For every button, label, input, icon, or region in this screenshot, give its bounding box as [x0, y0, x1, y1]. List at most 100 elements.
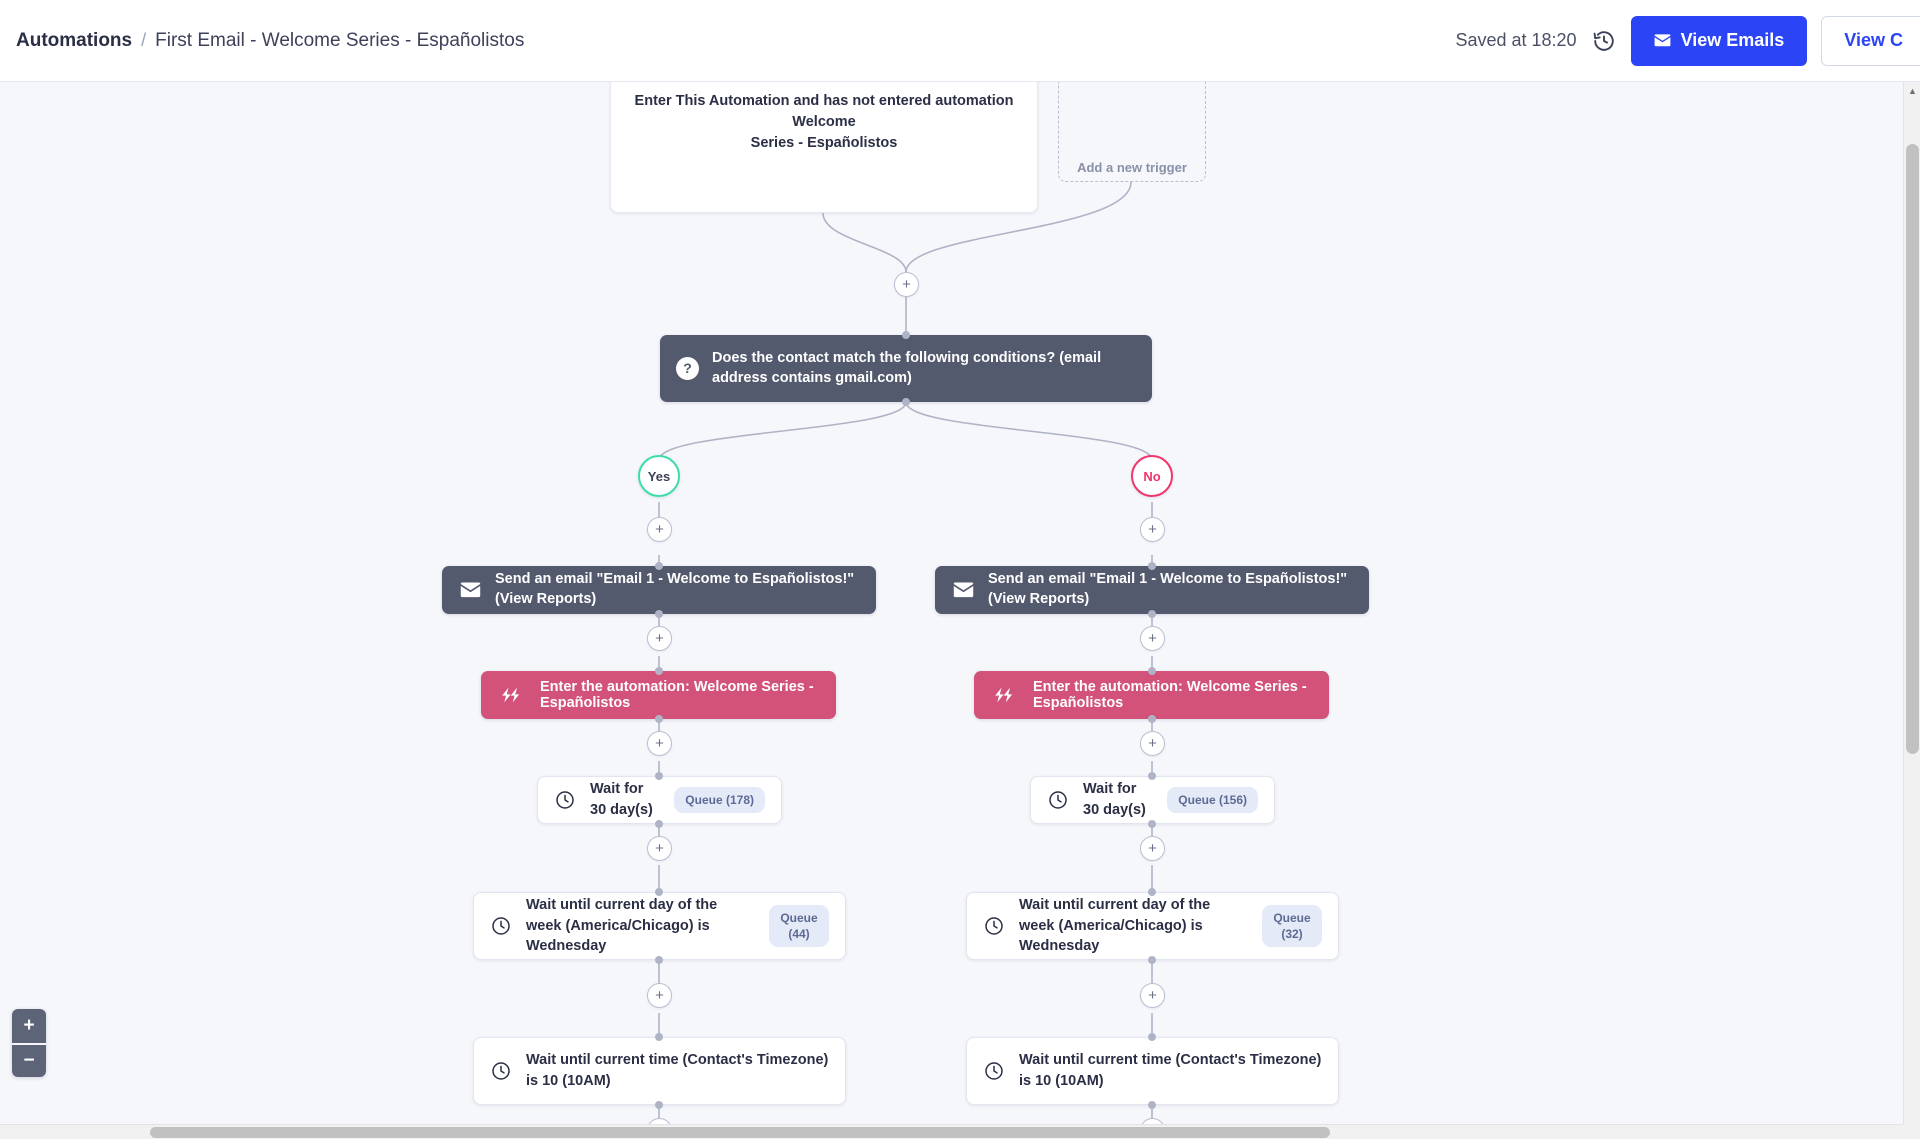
enter-automation-label: Enter the automation: Welcome Series - E…: [540, 679, 814, 711]
wait-node[interactable]: Wait until current day of the week (Amer…: [473, 892, 846, 960]
view-contacts-button[interactable]: View C: [1821, 15, 1920, 66]
zoom-controls: + −: [12, 1009, 46, 1077]
connector-dot: [655, 667, 663, 675]
connector-dot: [1148, 956, 1156, 964]
wait-node[interactable]: Wait until current time (Contact's Timez…: [966, 1037, 1339, 1105]
branch-label-yes[interactable]: Yes: [638, 455, 680, 497]
connector-dot: [655, 610, 663, 618]
queue-badge: Queue (178): [674, 786, 765, 814]
add-step-plus[interactable]: +: [1140, 731, 1165, 756]
view-emails-button[interactable]: View Emails: [1630, 15, 1808, 66]
enter-automation-icon: [499, 687, 523, 703]
queue-badge-line1: Queue: [780, 910, 818, 925]
enter-automation-label: Enter the automation: Welcome Series - E…: [1033, 679, 1307, 711]
wait-node-label: Wait until current day of the week (Amer…: [1019, 897, 1211, 955]
connector-dot: [655, 956, 663, 964]
enter-automation-icon: [992, 687, 1016, 703]
envelope-icon: [1654, 32, 1671, 50]
connector-dot: [655, 820, 663, 828]
horizontal-scrollbar[interactable]: [0, 1124, 1903, 1139]
breadcrumb-current-automation: First Email - Welcome Series - Españolis…: [155, 29, 525, 51]
vertical-scrollbar[interactable]: ▲: [1903, 82, 1920, 1139]
add-step-plus[interactable]: +: [647, 517, 672, 542]
wait-node[interactable]: Wait until current time (Contact's Timez…: [473, 1037, 846, 1105]
trigger-node-card[interactable]: Enter This Automation and has not entere…: [610, 82, 1038, 213]
zoom-out-button[interactable]: −: [12, 1043, 46, 1077]
zoom-in-button[interactable]: +: [12, 1009, 46, 1043]
connector-dot: [655, 715, 663, 723]
email-node[interactable]: Send an email "Email 1 - Welcome to Espa…: [442, 566, 876, 614]
enter-automation-node[interactable]: Enter the automation: Welcome Series - E…: [974, 671, 1329, 719]
connector-dot: [1148, 888, 1156, 896]
trigger-node-line1: Enter This Automation and has not entere…: [634, 93, 1014, 131]
wait-node-label: Wait for 30 day(s): [590, 781, 653, 818]
add-step-plus-merge[interactable]: +: [894, 272, 919, 297]
condition-node[interactable]: ? Does the contact match the following c…: [660, 335, 1152, 402]
add-step-plus[interactable]: +: [1140, 626, 1165, 651]
connector-dot: [1148, 562, 1156, 570]
queue-badge-line1: Queue: [1273, 910, 1311, 925]
flow-graph: Enter This Automation and has not entere…: [0, 82, 1920, 1139]
breadcrumb-separator: /: [141, 29, 147, 50]
horizontal-scrollbar-thumb[interactable]: [150, 1127, 1330, 1138]
connector-dot: [1148, 772, 1156, 780]
queue-badge-line2: (44): [788, 927, 810, 941]
email-node-label: Send an email "Email 1 - Welcome to Espa…: [988, 571, 1348, 607]
add-new-trigger-button[interactable]: Add a new trigger: [1058, 82, 1206, 182]
history-clock-icon[interactable]: [1591, 28, 1617, 54]
enter-automation-node[interactable]: Enter the automation: Welcome Series - E…: [481, 671, 836, 719]
add-step-plus[interactable]: +: [647, 983, 672, 1008]
add-step-plus[interactable]: +: [647, 836, 672, 861]
connector-dot: [902, 331, 910, 339]
clock-icon: [983, 1061, 1005, 1081]
add-step-plus[interactable]: +: [647, 731, 672, 756]
connector-dot: [655, 888, 663, 896]
connector-dot: [655, 772, 663, 780]
wait-node-label: Wait until current time (Contact's Timez…: [526, 1052, 829, 1089]
connector-dot: [655, 1033, 663, 1041]
connector-dot: [1148, 715, 1156, 723]
branch-yes-text: Yes: [647, 468, 671, 484]
clock-icon: [490, 916, 512, 936]
automation-canvas[interactable]: Enter This Automation and has not entere…: [0, 82, 1920, 1139]
queue-badge-line2: (32): [1281, 927, 1303, 941]
trigger-node-line2: Series - Españolistos: [750, 135, 898, 152]
scroll-up-arrow-icon[interactable]: ▲: [1908, 85, 1917, 96]
wait-node[interactable]: Wait for 30 day(s) Queue (156): [1030, 776, 1275, 824]
condition-node-label: Does the contact match the following con…: [712, 349, 1102, 386]
clock-icon: [490, 1061, 512, 1081]
clock-icon: [983, 916, 1005, 936]
add-step-plus[interactable]: +: [647, 626, 672, 651]
connector-dot: [1148, 1033, 1156, 1041]
top-header-bar: Automations / First Email - Welcome Seri…: [0, 0, 1920, 82]
add-step-plus[interactable]: +: [1140, 983, 1165, 1008]
wait-node[interactable]: Wait for 30 day(s) Queue (178): [537, 776, 782, 824]
email-node-label: Send an email "Email 1 - Welcome to Espa…: [495, 571, 855, 607]
connector-dot: [1148, 820, 1156, 828]
wait-node-label: Wait for 30 day(s): [1083, 781, 1146, 818]
header-actions: Saved at 18:20 View Emails View C: [1455, 15, 1920, 66]
add-step-plus[interactable]: +: [1140, 836, 1165, 861]
wait-node[interactable]: Wait until current day of the week (Amer…: [966, 892, 1339, 960]
envelope-icon: [951, 582, 975, 598]
question-mark-icon: ?: [676, 357, 699, 380]
connector-dot: [902, 398, 910, 406]
connector-dot: [1148, 610, 1156, 618]
add-new-trigger-label: Add a new trigger: [1077, 160, 1187, 175]
queue-badge: Queue (44): [769, 904, 829, 948]
view-contacts-label: View C: [1844, 30, 1903, 50]
breadcrumb: Automations / First Email - Welcome Seri…: [16, 30, 524, 52]
add-step-plus[interactable]: +: [1140, 517, 1165, 542]
clock-icon: [1047, 790, 1069, 810]
queue-badge: Queue (156): [1167, 786, 1258, 814]
vertical-scrollbar-thumb[interactable]: [1906, 144, 1919, 754]
connector-dot: [1148, 667, 1156, 675]
breadcrumb-automations-link[interactable]: Automations: [16, 29, 133, 51]
connector-dot: [655, 562, 663, 570]
wait-node-label: Wait until current day of the week (Amer…: [526, 897, 718, 955]
branch-label-no[interactable]: No: [1131, 455, 1173, 497]
email-node[interactable]: Send an email "Email 1 - Welcome to Espa…: [935, 566, 1369, 614]
view-emails-label: View Emails: [1680, 30, 1785, 50]
envelope-icon: [458, 582, 482, 598]
connector-dot: [1148, 1101, 1156, 1109]
